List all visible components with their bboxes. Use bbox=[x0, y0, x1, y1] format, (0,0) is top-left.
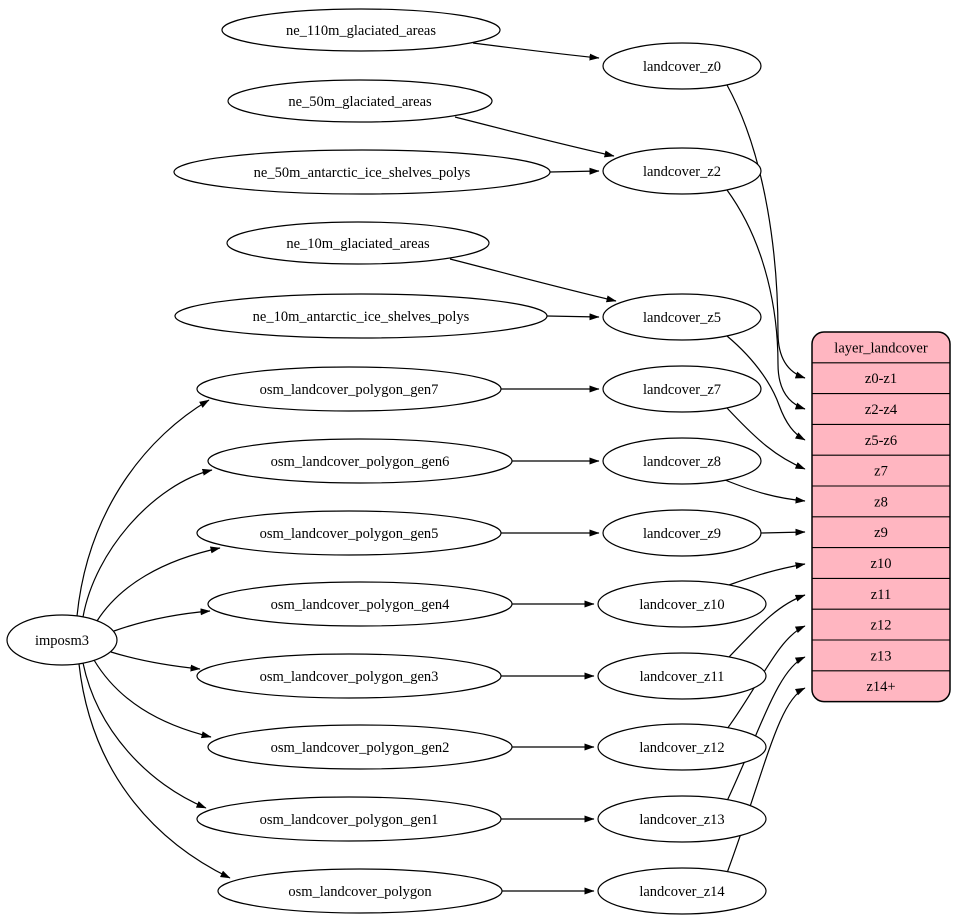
edge-landcover_z5-to-layer_landcover:z5-z6 bbox=[726, 335, 806, 441]
node-ne_10m_antarctic_ice_shelves_polys: ne_10m_antarctic_ice_shelves_polys bbox=[174, 293, 548, 339]
table-row-z9: z9 bbox=[874, 525, 888, 541]
node-label-imposm3: imposm3 bbox=[35, 633, 89, 649]
table-row-z5-z6: z5-z6 bbox=[865, 433, 897, 449]
node-ne_50m_glaciated_areas: ne_50m_glaciated_areas bbox=[227, 79, 493, 123]
edge-landcover_z11-to-layer_landcover:z11 bbox=[728, 594, 806, 658]
node-label-landcover_z14: landcover_z14 bbox=[639, 884, 725, 900]
node-landcover_z13: landcover_z13 bbox=[597, 795, 767, 843]
edge-imposm3-to-osm_landcover_polygon_gen5 bbox=[96, 546, 221, 622]
node-landcover_z8: landcover_z8 bbox=[602, 437, 762, 485]
node-imposm3: imposm3 bbox=[6, 614, 118, 666]
node-ne_10m_glaciated_areas: ne_10m_glaciated_areas bbox=[226, 221, 490, 265]
node-osm_landcover_polygon: osm_landcover_polygon bbox=[217, 868, 503, 914]
node-label-osm_landcover_polygon_gen6: osm_landcover_polygon_gen6 bbox=[271, 454, 450, 470]
node-landcover_z7: landcover_z7 bbox=[602, 365, 762, 413]
node-label-landcover_z8: landcover_z8 bbox=[643, 454, 721, 470]
edge-imposm3-to-osm_landcover_polygon_gen6 bbox=[82, 468, 213, 618]
edge-imposm3-to-osm_landcover_polygon_gen7 bbox=[76, 399, 210, 617]
node-landcover_z9: landcover_z9 bbox=[602, 509, 762, 557]
node-osm_landcover_polygon_gen1: osm_landcover_polygon_gen1 bbox=[196, 796, 502, 842]
edge-landcover_z9-to-layer_landcover:z9 bbox=[760, 528, 806, 536]
node-osm_landcover_polygon_gen6: osm_landcover_polygon_gen6 bbox=[207, 438, 513, 484]
table-row-z12: z12 bbox=[871, 618, 892, 634]
table-title-layer_landcover: layer_landcover bbox=[834, 340, 928, 356]
edge-ne_110m_glaciated_areas-to-landcover_z0 bbox=[472, 42, 600, 61]
node-label-osm_landcover_polygon_gen7: osm_landcover_polygon_gen7 bbox=[260, 382, 439, 398]
edge-landcover_z10-to-layer_landcover:z10 bbox=[728, 562, 806, 586]
edge-ne_50m_antarctic_ice_shelves_polys-to-landcover_z2 bbox=[549, 167, 600, 175]
node-landcover_z0: landcover_z0 bbox=[602, 42, 762, 90]
edge-ne_10m_antarctic_ice_shelves_polys-to-landcover_z5 bbox=[546, 313, 600, 321]
node-label-osm_landcover_polygon_gen3: osm_landcover_polygon_gen3 bbox=[260, 669, 439, 685]
node-landcover_z10: landcover_z10 bbox=[597, 580, 767, 628]
table-row-z8: z8 bbox=[874, 494, 888, 510]
node-osm_landcover_polygon_gen3: osm_landcover_polygon_gen3 bbox=[196, 653, 502, 699]
edge-landcover_z0-to-layer_landcover:z0-z1 bbox=[726, 84, 806, 379]
node-label-ne_10m_antarctic_ice_shelves_polys: ne_10m_antarctic_ice_shelves_polys bbox=[253, 309, 470, 325]
table-row-z7: z7 bbox=[874, 464, 888, 480]
edge-imposm3-to-osm_landcover_polygon_gen3 bbox=[110, 651, 201, 672]
table-row-z2-z4: z2-z4 bbox=[865, 402, 898, 418]
node-landcover_z12: landcover_z12 bbox=[597, 723, 767, 771]
edge-imposm3-to-osm_landcover_polygon bbox=[78, 663, 231, 879]
node-label-landcover_z0: landcover_z0 bbox=[643, 59, 721, 75]
node-label-ne_50m_glaciated_areas: ne_50m_glaciated_areas bbox=[288, 94, 432, 110]
edge-ne_50m_glaciated_areas-to-landcover_z2 bbox=[454, 116, 615, 158]
node-landcover_z11: landcover_z11 bbox=[597, 652, 767, 700]
edge-landcover_z2-to-layer_landcover:z2-z4 bbox=[726, 189, 806, 410]
node-label-landcover_z11: landcover_z11 bbox=[640, 669, 725, 685]
node-label-landcover_z7: landcover_z7 bbox=[643, 382, 721, 398]
table-row-z13: z13 bbox=[871, 648, 892, 664]
edge-imposm3-to-osm_landcover_polygon_gen1 bbox=[82, 662, 207, 809]
node-osm_landcover_polygon_gen7: osm_landcover_polygon_gen7 bbox=[196, 366, 502, 412]
node-osm_landcover_polygon_gen4: osm_landcover_polygon_gen4 bbox=[207, 581, 513, 627]
table-row-z10: z10 bbox=[871, 556, 892, 572]
edge-imposm3-to-osm_landcover_polygon_gen2 bbox=[93, 659, 212, 739]
table-row-z14+: z14+ bbox=[866, 679, 895, 695]
table-row-z11: z11 bbox=[871, 587, 891, 603]
node-label-ne_110m_glaciated_areas: ne_110m_glaciated_areas bbox=[286, 23, 436, 39]
edge-landcover_z8-to-layer_landcover:z8 bbox=[724, 479, 806, 504]
node-label-landcover_z2: landcover_z2 bbox=[643, 164, 721, 180]
node-ne_50m_antarctic_ice_shelves_polys: ne_50m_antarctic_ice_shelves_polys bbox=[173, 149, 551, 195]
node-label-landcover_z12: landcover_z12 bbox=[639, 740, 724, 756]
edge-landcover_z13-to-layer_landcover:z13 bbox=[726, 656, 806, 802]
table-layer_landcover: layer_landcover z0-z1 z2-z4 z5-z6 z7 z8 z9 z10 z… bbox=[811, 331, 951, 703]
node-label-osm_landcover_polygon_gen4: osm_landcover_polygon_gen4 bbox=[271, 597, 451, 613]
node-landcover_z5: landcover_z5 bbox=[602, 293, 762, 341]
node-label-landcover_z10: landcover_z10 bbox=[639, 597, 724, 613]
node-osm_landcover_polygon_gen2: osm_landcover_polygon_gen2 bbox=[207, 724, 513, 770]
edge-landcover_z7-to-layer_landcover:z7 bbox=[726, 407, 806, 470]
node-label-landcover_z13: landcover_z13 bbox=[639, 812, 724, 828]
node-label-ne_50m_antarctic_ice_shelves_polys: ne_50m_antarctic_ice_shelves_polys bbox=[254, 165, 471, 181]
node-label-osm_landcover_polygon_gen2: osm_landcover_polygon_gen2 bbox=[271, 740, 450, 756]
node-landcover_z14: landcover_z14 bbox=[597, 867, 767, 915]
edge-ne_10m_glaciated_areas-to-landcover_z5 bbox=[449, 258, 617, 303]
edge-imposm3-to-osm_landcover_polygon_gen4 bbox=[113, 608, 211, 632]
node-label-landcover_z9: landcover_z9 bbox=[643, 526, 721, 542]
node-ne_110m_glaciated_areas: ne_110m_glaciated_areas bbox=[221, 8, 501, 52]
node-label-ne_10m_glaciated_areas: ne_10m_glaciated_areas bbox=[286, 236, 430, 252]
edge-landcover_z12-to-layer_landcover:z12 bbox=[726, 625, 806, 730]
node-label-osm_landcover_polygon: osm_landcover_polygon bbox=[288, 884, 432, 900]
table-row-z0-z1: z0-z1 bbox=[865, 371, 897, 387]
node-label-landcover_z5: landcover_z5 bbox=[643, 310, 721, 326]
node-label-osm_landcover_polygon_gen5: osm_landcover_polygon_gen5 bbox=[260, 526, 439, 542]
edge-landcover_z14-to-layer_landcover:z14+ bbox=[726, 687, 806, 874]
node-osm_landcover_polygon_gen5: osm_landcover_polygon_gen5 bbox=[196, 510, 502, 556]
node-label-osm_landcover_polygon_gen1: osm_landcover_polygon_gen1 bbox=[260, 812, 439, 828]
node-landcover_z2: landcover_z2 bbox=[602, 147, 762, 195]
